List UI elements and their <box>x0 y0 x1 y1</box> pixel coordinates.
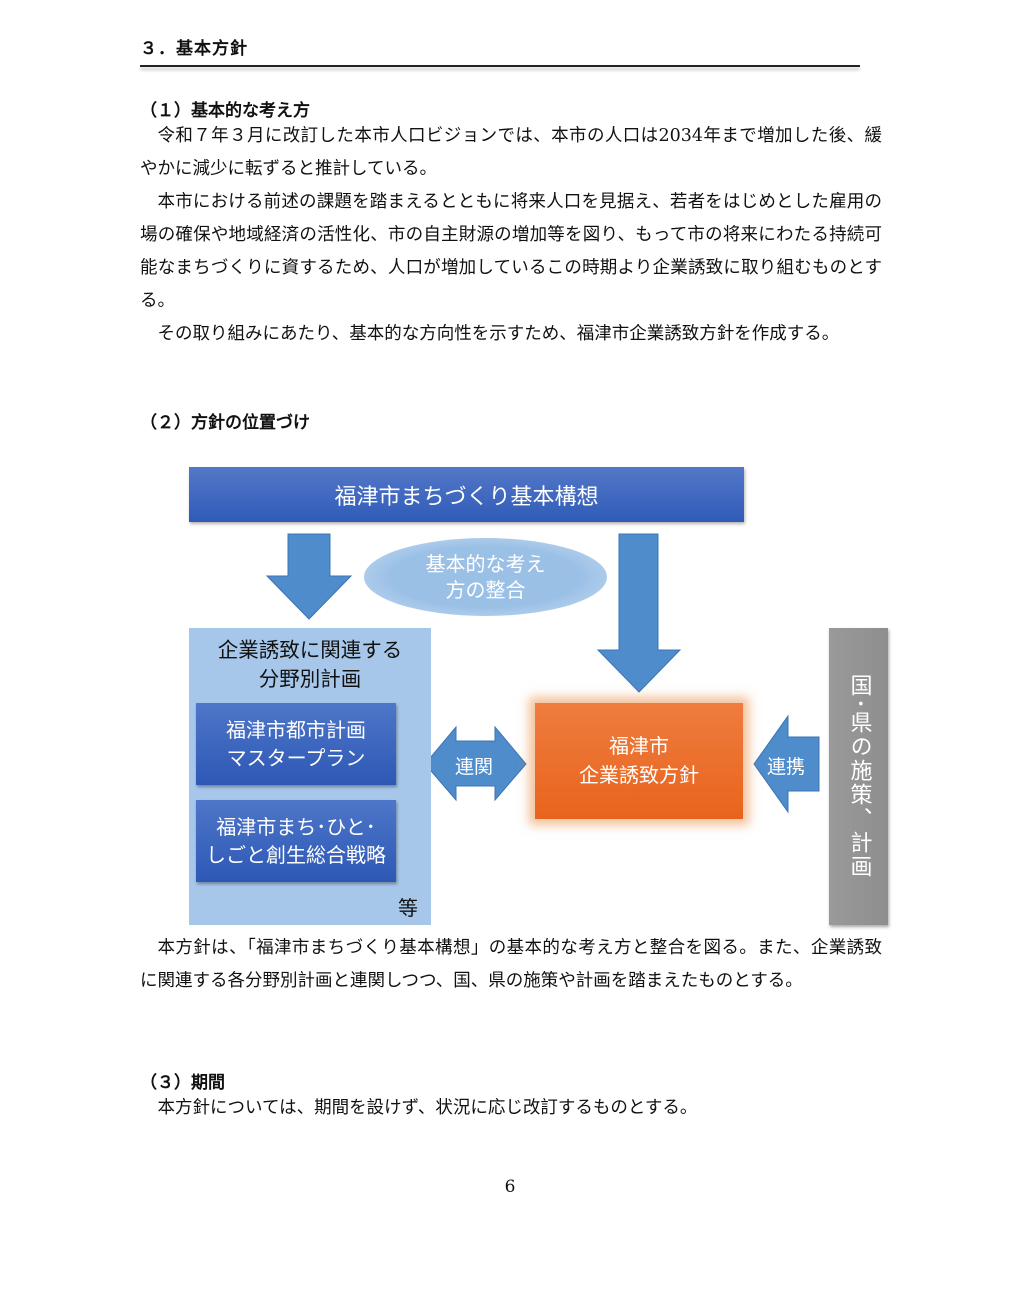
center-box-policy: 福津市 企業誘致方針 <box>535 703 743 819</box>
section-title: ３．基本方針 <box>140 39 248 59</box>
page-number: 6 <box>504 1177 516 1197</box>
paragraph: 本方針については、期間を設けず、状況に応じ改訂するものとする。 <box>157 1098 698 1118</box>
right-box-national-prefectural: 国･県の施策、計画 <box>829 628 888 925</box>
positioning-body: 本方針は、「福津市まちづくり基本構想」の基本的な考え方と整合を図る。また、企業誘… <box>140 932 882 998</box>
title-divider <box>140 65 860 67</box>
paragraph: 令和７年３月に改訂した本市人口ビジョンでは、本市の人口は2034年まで増加した後… <box>140 126 882 179</box>
ellipse-line: 方の整合 <box>445 578 526 602</box>
down-arrow-right <box>596 533 682 693</box>
left-panel-title: 企業誘致に関連する 分野別計画 <box>189 636 431 694</box>
sub-box-line: 福津市都市計画 <box>226 718 366 742</box>
left-panel-title-line: 企業誘致に関連する <box>217 638 403 662</box>
center-box-line: 企業誘致方針 <box>579 763 699 787</box>
sub-box-regional-strategy: 福津市まち･ひと･ しごと創生総合戦略 <box>196 800 396 882</box>
sub-box-line: 福津市まち･ひと･ <box>216 815 376 839</box>
down-arrow-left <box>265 533 353 620</box>
ellipse-consistency: 基本的な考え 方の整合 <box>364 538 607 616</box>
center-box-line: 福津市 <box>609 734 669 758</box>
paragraph: 本市における前述の課題を踏まえるとともに将来人口を見据え、若者をはじめとした雇用… <box>140 192 882 311</box>
etc-label: 等 <box>398 896 418 920</box>
ellipse-line: 基本的な考え <box>425 552 546 576</box>
period-body: 本方針については、期間を設けず、状況に応じ改訂するものとする。 <box>140 1092 882 1125</box>
heading-period: （３）期間 <box>140 1073 225 1093</box>
paragraph: 本方針は、「福津市まちづくり基本構想」の基本的な考え方と整合を図る。また、企業誘… <box>140 938 882 991</box>
link-label: 連関 <box>455 756 494 778</box>
paragraph: その取り組みにあたり、基本的な方向性を示すため、福津市企業誘致方針を作成する。 <box>157 324 840 344</box>
heading-basic-concept: （１）基本的な考え方 <box>140 101 310 121</box>
cooperation-label: 連携 <box>767 756 806 778</box>
sub-box-line: しごと創生総合戦略 <box>206 843 386 867</box>
heading-positioning: （２）方針の位置づけ <box>140 413 310 433</box>
sub-box-line: マスタープラン <box>226 746 366 770</box>
basic-concept-body: 令和７年３月に改訂した本市人口ビジョンでは、本市の人口は2034年まで増加した後… <box>140 120 882 351</box>
top-box-basic-plan: 福津市まちづくり基本構想 <box>189 467 744 522</box>
sub-box-city-master-plan: 福津市都市計画 マスタープラン <box>196 703 396 785</box>
left-panel-title-line: 分野別計画 <box>258 667 362 691</box>
